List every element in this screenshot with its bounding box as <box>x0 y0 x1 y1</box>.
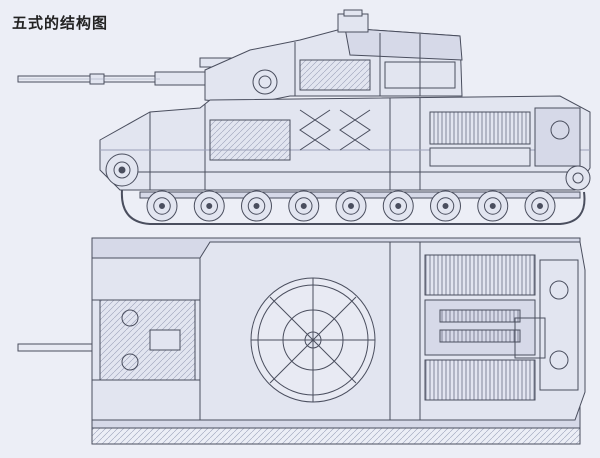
road-wheel <box>193 190 225 222</box>
main-gun-barrel <box>17 71 206 86</box>
diagram-caption: 五式的结构图 <box>12 14 109 32</box>
plan-engine-bay <box>424 254 579 401</box>
road-wheel <box>288 190 320 222</box>
turret <box>204 9 463 105</box>
turret-ring <box>250 277 376 403</box>
hull <box>99 95 591 191</box>
running-gear <box>120 165 591 225</box>
road-wheel <box>477 190 509 222</box>
road-wheel <box>241 190 272 222</box>
road-wheel <box>382 190 414 222</box>
road-wheel <box>430 190 461 222</box>
side-elevation-view <box>17 9 591 225</box>
top-plan-view <box>17 237 586 445</box>
road-wheel <box>335 190 367 222</box>
road-wheel <box>524 190 556 222</box>
road-wheel <box>146 190 178 222</box>
